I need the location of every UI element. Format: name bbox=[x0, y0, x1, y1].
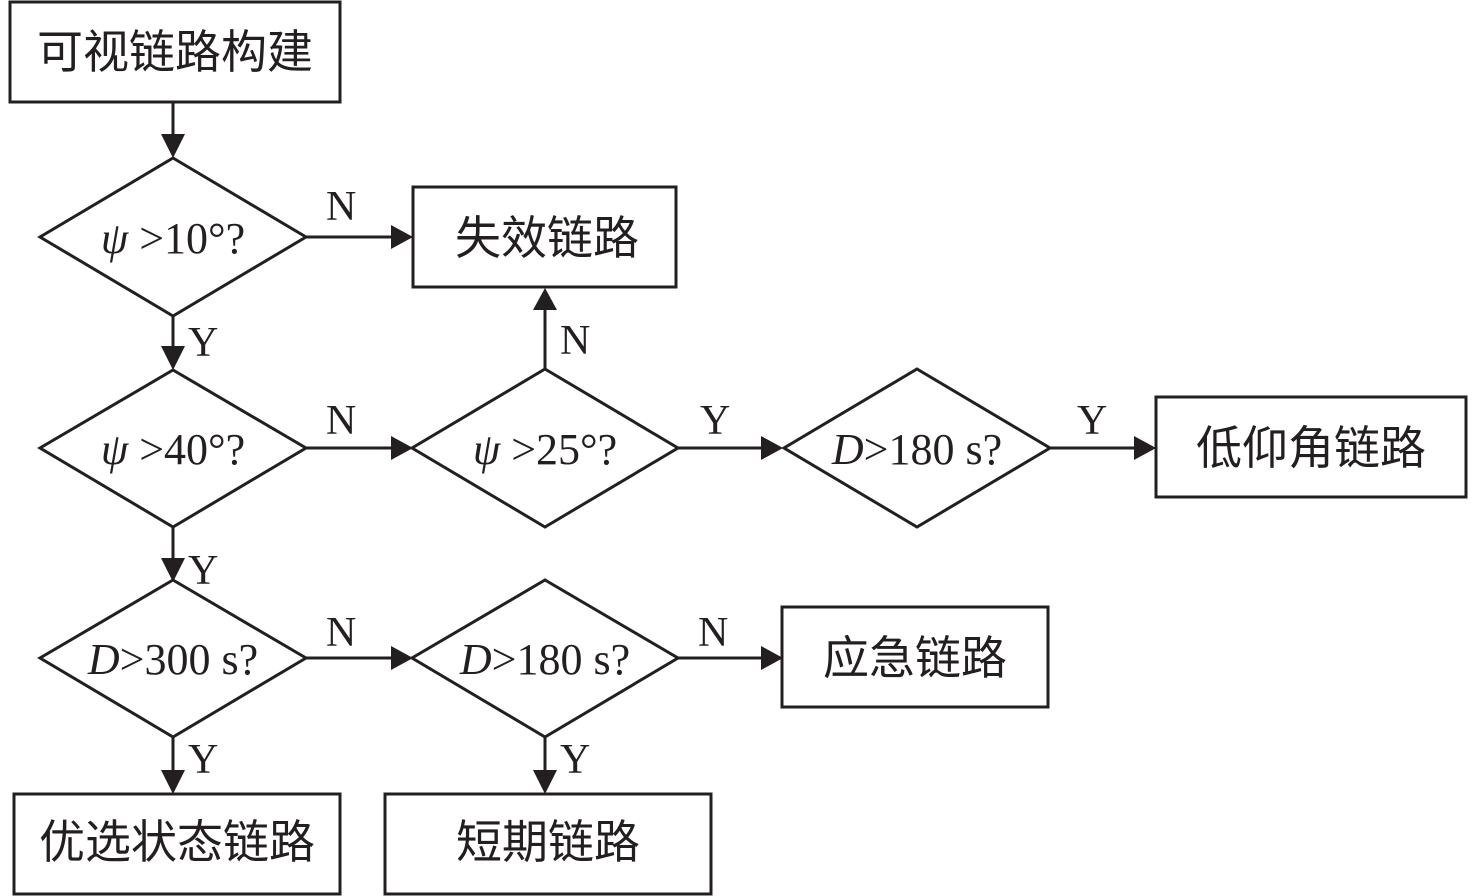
node-low-elevation-link: 低仰角链路 bbox=[1154, 395, 1468, 499]
node-invalid-link: 失效链路 bbox=[411, 185, 678, 289]
decision-d-180-b-var: D bbox=[459, 635, 492, 684]
edge-psi10-yes-to-psi40 bbox=[161, 316, 185, 370]
decision-d-300: D>300 s? bbox=[37, 578, 309, 739]
decision-d-180-b-op: >180 s? bbox=[492, 635, 630, 684]
label-d180b-yes: Y bbox=[560, 737, 590, 783]
edge-psi10-no-to-invalid bbox=[306, 225, 413, 249]
decision-d-180-a: D>180 s? bbox=[781, 367, 1053, 529]
decision-psi-10-label: ψ >10°? bbox=[101, 214, 245, 263]
edge-psi40-no-to-psi25 bbox=[306, 436, 413, 460]
edge-psi25-yes-to-d180a bbox=[678, 436, 783, 460]
decision-psi-25-label: ψ >25°? bbox=[473, 425, 617, 474]
node-preferred-link-label: 优选状态链路 bbox=[39, 815, 315, 869]
decision-d-180-a-label: D>180 s? bbox=[831, 425, 1002, 474]
label-d180a-yes: Y bbox=[1077, 398, 1107, 444]
decision-d-180-b-label: D>180 s? bbox=[459, 635, 630, 684]
decision-psi-10-var: ψ bbox=[101, 214, 129, 263]
decision-psi-25: ψ >25°? bbox=[409, 367, 681, 529]
label-psi40-yes: Y bbox=[188, 548, 218, 594]
decision-psi-10: ψ >10°? bbox=[37, 156, 309, 318]
decision-psi-40-label: ψ >40°? bbox=[101, 425, 245, 474]
label-d300-yes: Y bbox=[188, 737, 218, 783]
decision-d-180-b: D>180 s? bbox=[409, 578, 681, 739]
decision-psi-40-op: >40°? bbox=[128, 425, 245, 474]
edge-psi40-yes-to-d300 bbox=[161, 527, 185, 582]
decision-d-180-a-op: >180 s? bbox=[864, 425, 1002, 474]
node-preferred-link: 优选状态链路 bbox=[12, 792, 342, 896]
node-invalid-link-label: 失效链路 bbox=[455, 211, 639, 265]
node-emergency-link-label: 应急链路 bbox=[823, 631, 1007, 685]
edge-psi25-no-to-invalid bbox=[533, 288, 557, 369]
label-psi10-no: N bbox=[326, 184, 356, 230]
decision-psi-40-var: ψ bbox=[101, 425, 129, 474]
decision-psi-10-op: >10°? bbox=[128, 214, 245, 263]
edge-d180b-no-to-emergency bbox=[678, 646, 783, 670]
label-psi40-no: N bbox=[326, 398, 356, 444]
label-psi25-yes: Y bbox=[700, 398, 730, 444]
node-short-term-link: 短期链路 bbox=[383, 792, 713, 896]
edge-d300-yes-to-preferred bbox=[161, 737, 185, 794]
node-start-label: 可视链路构建 bbox=[37, 25, 313, 79]
decision-d-180-a-var: D bbox=[831, 425, 864, 474]
label-psi10-yes: Y bbox=[188, 320, 218, 366]
node-start: 可视链路构建 bbox=[8, 0, 342, 104]
edge-start-to-psi10 bbox=[161, 103, 185, 158]
decision-d-300-var: D bbox=[87, 635, 120, 684]
edge-d180a-yes-to-low-elevation bbox=[1050, 436, 1156, 460]
node-low-elevation-link-label: 低仰角链路 bbox=[1196, 421, 1426, 475]
node-emergency-link: 应急链路 bbox=[780, 605, 1050, 709]
decision-psi-40: ψ >40°? bbox=[37, 368, 309, 529]
label-d180b-no: N bbox=[698, 610, 728, 656]
decision-d-300-op: >300 s? bbox=[120, 635, 258, 684]
decision-psi-25-op: >25°? bbox=[500, 425, 617, 474]
decision-psi-25-var: ψ bbox=[473, 425, 501, 474]
decision-d-300-label: D>300 s? bbox=[87, 635, 258, 684]
label-psi25-no: N bbox=[560, 318, 590, 364]
node-short-term-link-label: 短期链路 bbox=[456, 815, 640, 869]
edge-d300-no-to-d180b bbox=[306, 646, 413, 670]
label-d300-no: N bbox=[326, 610, 356, 656]
edge-d180b-yes-to-short bbox=[533, 737, 557, 794]
